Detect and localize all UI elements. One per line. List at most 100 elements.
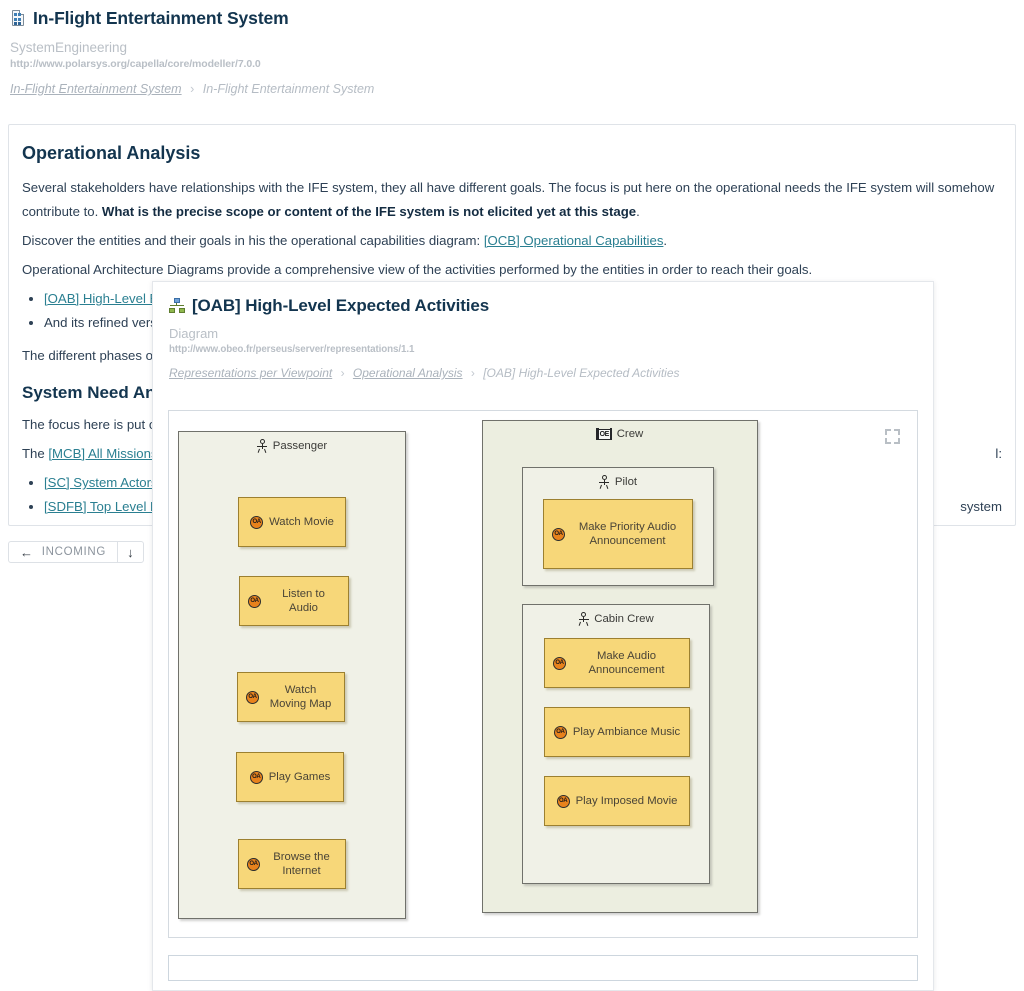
link-sdfb-top-level[interactable]: [SDFB] Top Level F (44, 499, 159, 514)
model-icon (10, 10, 26, 27)
page-header: In-Flight Entertainment System SystemEng… (0, 0, 1024, 96)
paragraph-focus: The focus here is put on (22, 417, 164, 432)
actor-icon (257, 439, 268, 453)
back-arrow-icon: ← (20, 544, 34, 560)
actor-icon (578, 612, 589, 626)
activity-label: Watch Movie (269, 516, 334, 528)
activity-watch-movie[interactable]: OA Watch Movie (238, 497, 346, 547)
paragraph-mcb: The [MCB] All Missions l: (22, 442, 1002, 465)
list-item: And its refined vers (44, 311, 1002, 334)
list-item-suffix: e model. (949, 519, 1003, 525)
link-ocb-operational-capabilities[interactable]: [OCB] Operational Capabilities (483, 233, 664, 248)
list-system-analysis-diagrams: [SC] System Actors [SDFB] Top Level F sys… (22, 471, 1003, 525)
paragraph-oad: Operational Architecture Diagrams provid… (22, 262, 813, 277)
operational-activity-icon: OA (249, 770, 263, 784)
operational-activity-icon: OA (248, 594, 261, 608)
operational-activity-icon: OA (553, 725, 567, 739)
activity-browse-the-internet[interactable]: OA Browse the Internet (238, 839, 346, 889)
operational-activity-icon: OA (250, 515, 264, 529)
activity-label: Play Ambiance Music (572, 726, 681, 738)
popup-title-row: [OAB] High-Level Expected Activities (169, 296, 917, 316)
popup-breadcrumb-item-0[interactable]: Representations per Viewpoint (169, 366, 333, 380)
chevron-down-icon: ↓ (127, 544, 135, 560)
link-oab-high-level[interactable]: [OAB] High-Level E (44, 291, 159, 306)
entity-crew-header: OE Crew (483, 421, 757, 440)
breadcrumb-item-0[interactable]: In-Flight Entertainment System (10, 82, 182, 96)
list-item: [SAB] Top Level Sy e model. (44, 519, 1003, 525)
popup-type-label: Diagram (169, 326, 219, 341)
activity-label: Play Imposed Movie (575, 795, 678, 807)
operational-activity-icon: OA (552, 527, 565, 541)
popup-breadcrumb: Representations per Viewpoint › Operatio… (169, 366, 917, 380)
paragraph-mcb-suffix: l: (995, 446, 1002, 461)
paragraph-phases: The different phases of (22, 348, 157, 363)
paragraph-discover: Discover the entities and their goals in… (22, 229, 1002, 252)
entity-pilot[interactable]: Pilot OA Make Priority Audio Announcemen… (522, 467, 714, 586)
entity-cabin-crew-header: Cabin Crew (523, 605, 709, 626)
activity-label: Browse the Internet (273, 851, 330, 877)
incoming-label: INCOMING (41, 546, 107, 558)
paragraph-stakeholders: Several stakeholders have relationships … (22, 176, 1002, 223)
operational-activity-icon: OA (247, 857, 260, 871)
heading-system-need-analysis: System Need An (22, 383, 156, 402)
activity-listen-to-audio[interactable]: OA Listen to Audio (239, 576, 349, 626)
entity-passenger[interactable]: Passenger OA Watch Movie OA Listen to Au… (178, 431, 406, 919)
popup-breadcrumb-separator: › (470, 366, 475, 380)
operational-entity-icon: OE (596, 428, 613, 440)
incoming-button[interactable]: ← INCOMING (9, 542, 117, 562)
activity-make-priority-audio-announcement[interactable]: OA Make Priority Audio Announcement (543, 499, 693, 569)
entity-pilot-header: Pilot (523, 468, 713, 489)
popup-breadcrumb-separator: › (340, 366, 345, 380)
operational-activity-icon: OA (556, 794, 570, 808)
bottom-input-field[interactable] (168, 955, 918, 981)
entity-cabin-crew[interactable]: Cabin Crew OA Make Audio Announcement OA… (522, 604, 710, 884)
entity-pilot-label: Pilot (614, 475, 638, 488)
activity-play-ambiance-music[interactable]: OA Play Ambiance Music (544, 707, 690, 757)
activity-label: Make Priority Audio Announcement (578, 521, 677, 547)
popup-breadcrumb-item-2: [OAB] High-Level Expected Activities (483, 366, 680, 380)
link-sab-top-level-system[interactable]: [SAB] Top Level Sy (44, 523, 157, 525)
list-item: [SC] System Actors (44, 471, 1002, 494)
popup-breadcrumb-item-1[interactable]: Operational Analysis (352, 366, 463, 380)
popup-namespace-uri: http://www.obeo.fr/perseus/server/repres… (169, 344, 415, 355)
page-title-row: In-Flight Entertainment System (10, 8, 1014, 29)
activity-make-audio-announcement[interactable]: OA Make Audio Announcement (544, 638, 690, 688)
paragraph-discover-period: . (663, 233, 668, 248)
entity-passenger-header: Passenger (179, 432, 405, 453)
activity-play-games[interactable]: OA Play Games (236, 752, 344, 802)
diagram-icon (169, 298, 185, 314)
paragraph-discover-text: Discover the entities and their goals in… (22, 233, 484, 248)
activity-label: Play Games (268, 771, 331, 783)
list-operational-analysis-diagrams: [OAB] High-Level E And its refined vers (22, 287, 1002, 334)
breadcrumb-separator: › (190, 82, 195, 96)
link-mcb-all-missions[interactable]: [MCB] All Missions (48, 446, 158, 461)
entity-passenger-label: Passenger (272, 439, 328, 452)
activity-play-imposed-movie[interactable]: OA Play Imposed Movie (544, 776, 690, 826)
activity-watch-moving-map[interactable]: OA Watch Moving Map (237, 672, 345, 722)
activity-label: Make Audio Announcement (588, 650, 665, 676)
actor-icon (599, 475, 610, 489)
heading-operational-analysis: Operational Analysis (22, 143, 201, 163)
entity-crew[interactable]: OE Crew Pilot OA Make Priority Audio Ann… (482, 420, 758, 913)
incoming-expand-button[interactable]: ↓ (117, 542, 143, 562)
breadcrumb-item-1: In-Flight Entertainment System (202, 82, 375, 96)
paragraph-stakeholders-text: Several stakeholders have relationships … (22, 180, 995, 219)
incoming-references-bar[interactable]: ← INCOMING ↓ (8, 541, 145, 563)
paragraph-stakeholders-period: . (636, 203, 640, 219)
activity-label: Listen to Audio (282, 588, 325, 614)
page-title: In-Flight Entertainment System (33, 8, 289, 28)
popup-title: [OAB] High-Level Expected Activities (192, 296, 490, 315)
breadcrumb: In-Flight Entertainment System › In-Flig… (10, 82, 1014, 96)
paragraph-stakeholders-emphasis: What is the precise scope or content of … (101, 203, 637, 219)
operational-activity-icon: OA (553, 656, 566, 670)
list-item: [SDFB] Top Level F system (44, 495, 1002, 518)
list-item-suffix: system (960, 499, 1002, 514)
fullscreen-icon[interactable] (885, 429, 900, 444)
namespace-uri: http://www.polarsys.org/capella/core/mod… (10, 58, 261, 70)
diagram-canvas[interactable]: Passenger OA Watch Movie OA Listen to Au… (168, 410, 918, 938)
paragraph-mcb-prefix: The (22, 446, 49, 461)
list-item: [OAB] High-Level E (44, 287, 1002, 310)
link-sc-system-actors[interactable]: [SC] System Actors (44, 475, 158, 490)
operational-activity-icon: OA (246, 690, 259, 704)
element-type-label: SystemEngineering (10, 40, 128, 55)
